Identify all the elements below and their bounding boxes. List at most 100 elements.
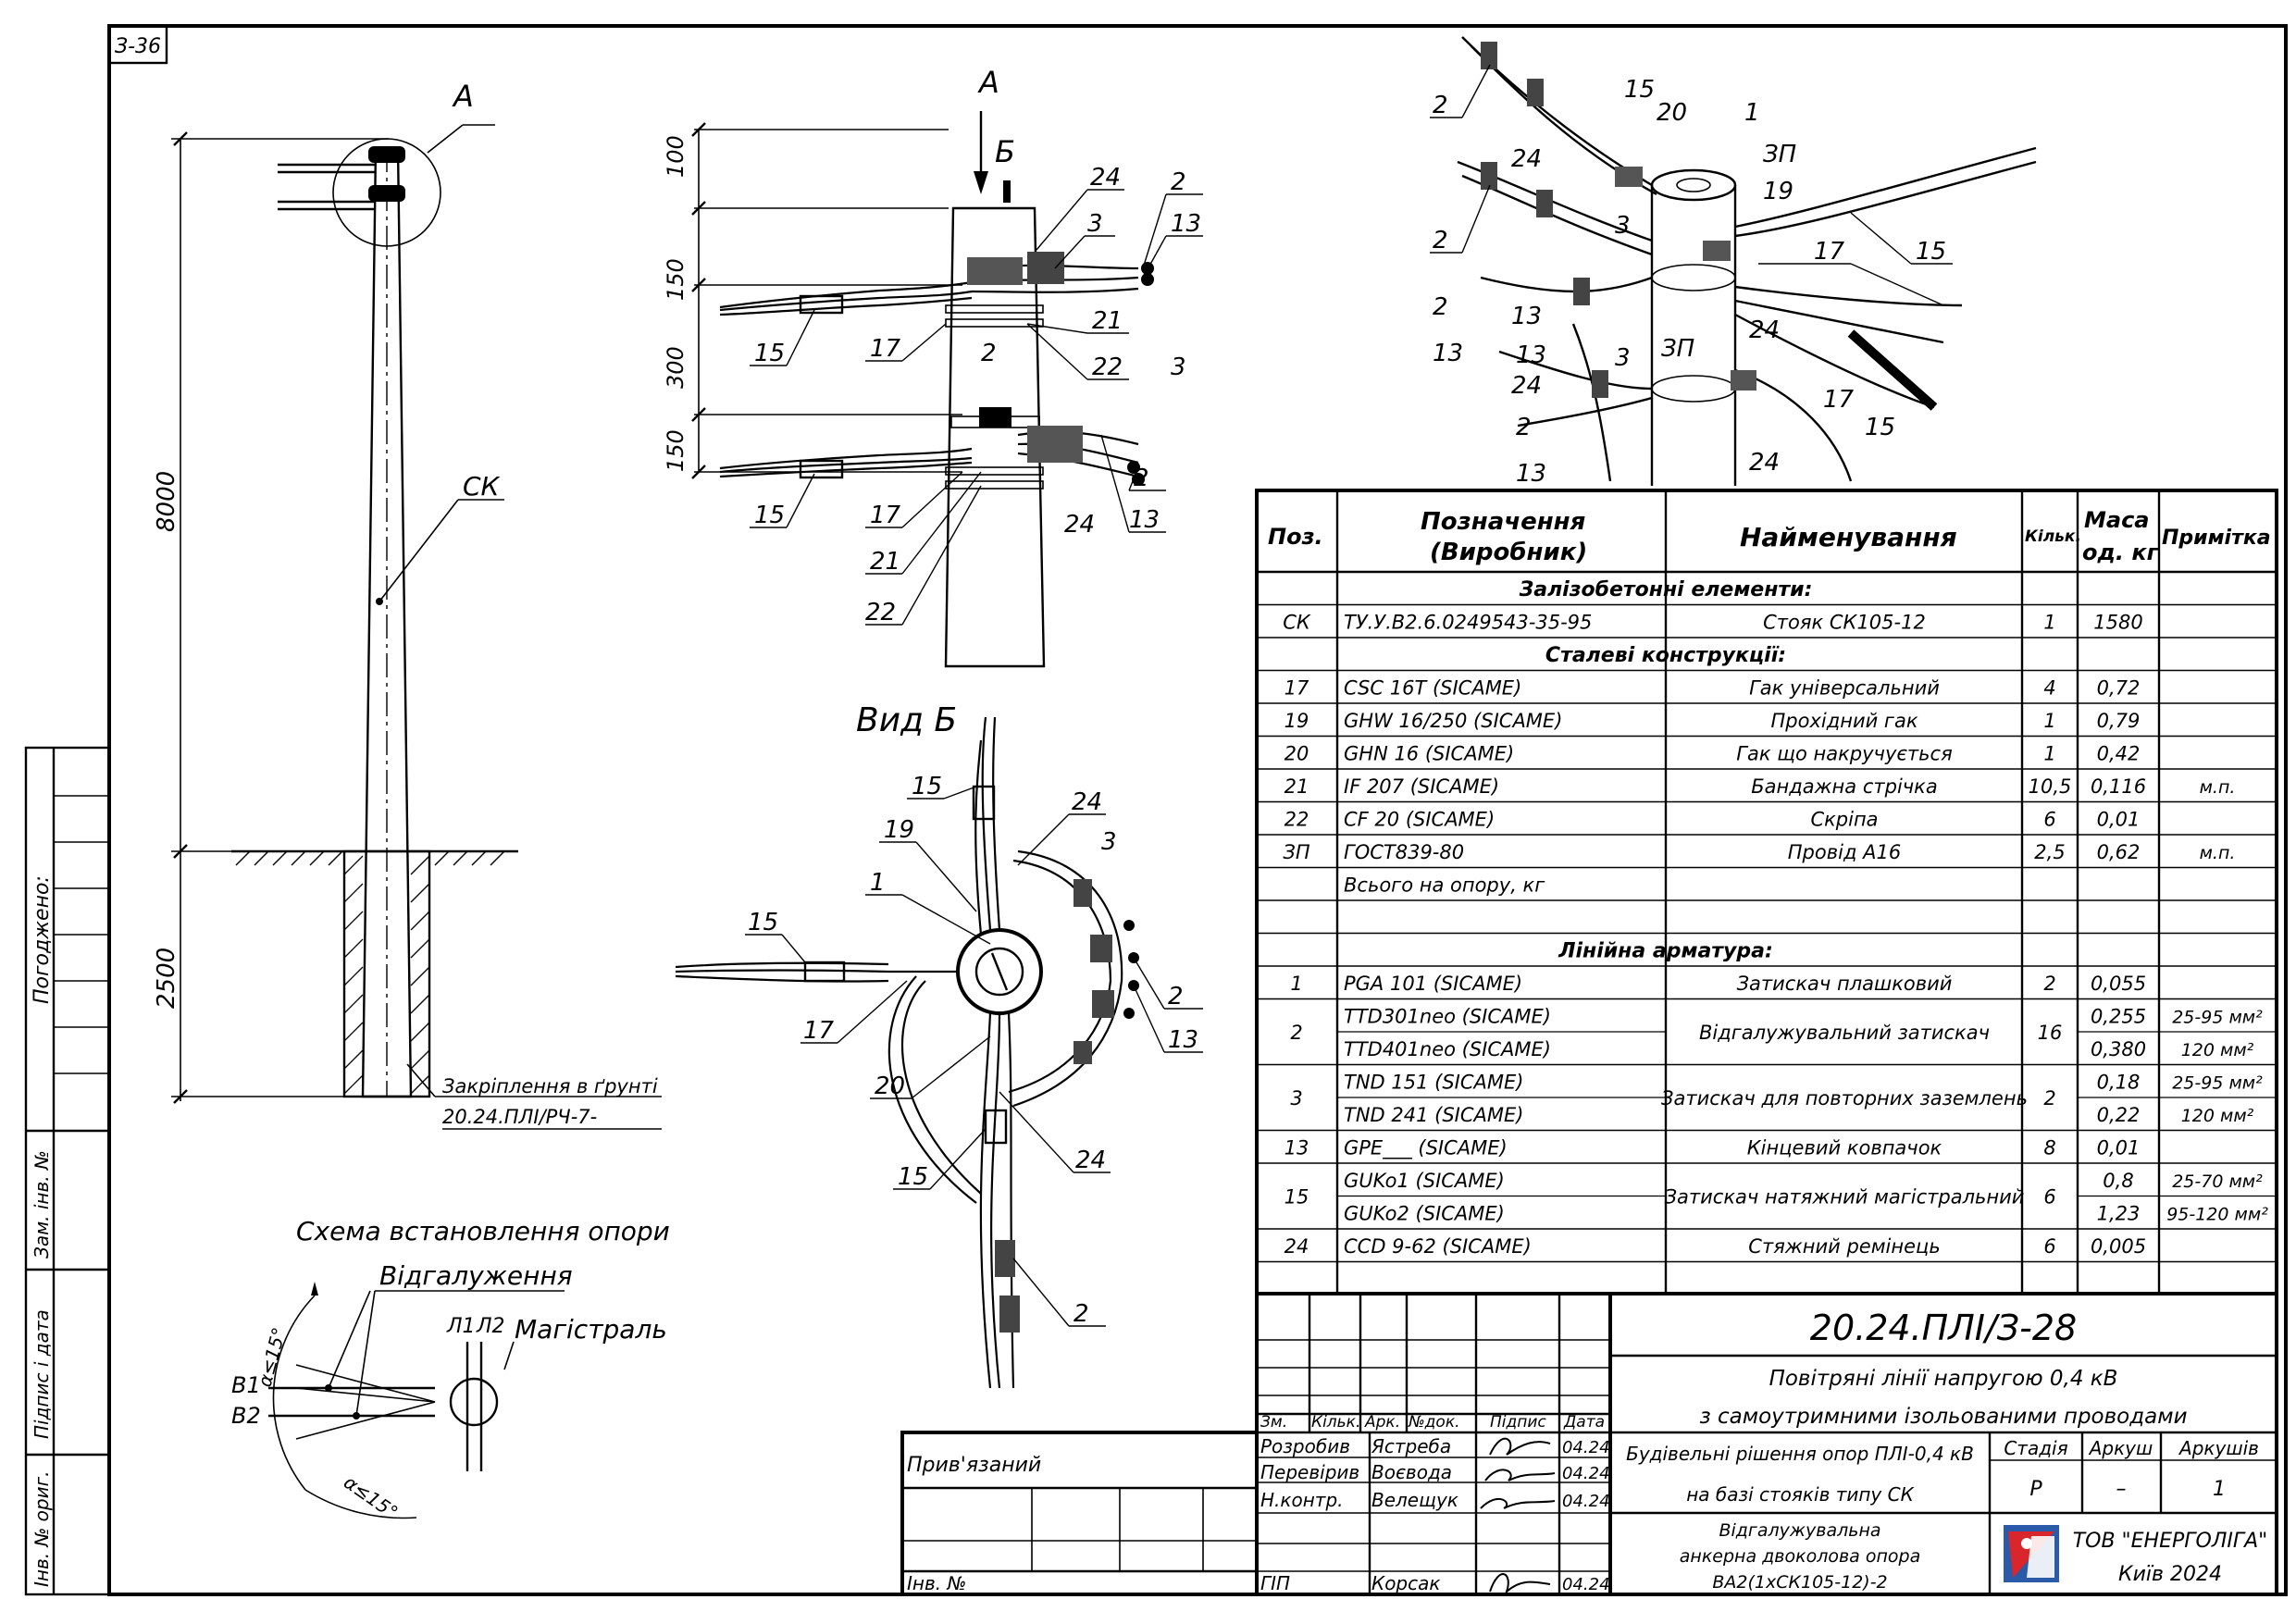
- spec-section: Сталеві конструкції:: [1545, 644, 1786, 667]
- spec-note: 120 мм²: [2181, 1106, 2254, 1126]
- spec-mass: 1,23: [2097, 1202, 2141, 1224]
- tb-person: Велещук: [1371, 1489, 1458, 1511]
- callout: 15: [754, 502, 785, 529]
- tb-date: 04.24: [1562, 1575, 1610, 1594]
- branch-label: Відгалуження: [379, 1260, 573, 1291]
- left-strip: Погоджено: Зам. інв. № Підпис і дата Інв…: [24, 746, 111, 1596]
- tb-col-kilk: Кільк.: [1311, 1413, 1360, 1432]
- callout: 19: [884, 816, 914, 844]
- inv-replaced-label: Зам. інв. №: [31, 1150, 53, 1258]
- spec-qty: 2: [2043, 973, 2055, 995]
- tb-date: 04.24: [1562, 1492, 1610, 1511]
- callout: 3: [1101, 828, 1117, 856]
- spec-pos: 22: [1285, 808, 1309, 830]
- callout: 3: [1171, 353, 1186, 381]
- spec-qty: 10,5: [2029, 775, 2072, 798]
- callout: 2: [1134, 465, 1149, 492]
- stage-value: Р: [2029, 1478, 2042, 1501]
- head-manufacturer: (Виробник): [1430, 539, 1587, 566]
- spec-name: Кінцевий ковпачок: [1747, 1136, 1942, 1159]
- spec-designation: CF 20 (SICAME): [1344, 808, 1495, 830]
- spec-qty: 2: [2043, 1087, 2055, 1110]
- sub-title-1: Будівельні рішення опор ПЛІ-0,4 кВ: [1626, 1443, 1974, 1465]
- spec-name: Затискач натяжний магістральний: [1665, 1186, 2025, 1209]
- pole-elevation: 8000 2500 А СК Зак: [153, 79, 662, 1130]
- head-note: Примітка: [2162, 527, 2271, 550]
- spec-mass: 0,62: [2097, 841, 2141, 863]
- title-block: Зм. Кільк. Арк. №док. Підпис Дата Розроб…: [900, 1292, 2278, 1596]
- callout: 24: [1511, 145, 1542, 173]
- spec-designation: TND 241 (SICAME): [1344, 1104, 1523, 1126]
- callout: 15: [1916, 238, 1946, 266]
- leader-lines: [745, 64, 1953, 1327]
- spec-name: Гак що накручується: [1736, 742, 1952, 764]
- callout: 24: [1064, 511, 1095, 539]
- sheet-code: З-36: [115, 35, 161, 58]
- signatures: [1480, 1437, 1556, 1595]
- callout: 24: [1090, 164, 1121, 192]
- b2-label: В2: [231, 1403, 261, 1429]
- spec-note: м.п.: [2200, 843, 2236, 863]
- spec-name: Скріпа: [1810, 808, 1878, 830]
- spec-pos: 3: [1290, 1087, 1302, 1110]
- spec-designation: GUKo1 (SICAME): [1344, 1170, 1505, 1192]
- dim-2500: 2500: [153, 948, 180, 1009]
- callouts: 24 2 13 3 21 22 17 15 2 3 21 17 24 15 22…: [748, 76, 1946, 1328]
- callout: 21: [1092, 307, 1123, 335]
- spec-qty: 2,5: [2034, 841, 2065, 863]
- dim-150-b: 150: [663, 429, 689, 472]
- head-name: Найменування: [1740, 522, 1957, 552]
- callout: 15: [1865, 414, 1895, 441]
- tb-date: 04.24: [1562, 1464, 1610, 1483]
- spec-qty: 1: [2043, 710, 2055, 732]
- spec-pos: 21: [1285, 775, 1309, 798]
- callout: 2: [1516, 414, 1532, 441]
- spec-mass: 0,22: [2097, 1104, 2141, 1126]
- spec-mass: 0,380: [2091, 1038, 2146, 1060]
- view-b-title: Вид Б: [856, 701, 957, 739]
- spec-mass: 1580: [2093, 611, 2142, 633]
- spec-note: 25-70 мм²: [2172, 1172, 2263, 1192]
- spec-designation: GUKo2 (SICAME): [1344, 1202, 1505, 1224]
- company-logo: [2004, 1525, 2059, 1582]
- spec-qty: 6: [2043, 1235, 2055, 1258]
- callout: 24: [1072, 788, 1102, 816]
- spec-name: Бандажна стрічка: [1751, 775, 1938, 798]
- b1-label: В1: [231, 1372, 261, 1398]
- sheet-frame: [107, 24, 2288, 1596]
- spec-total: Всього на опору, кг: [1344, 874, 1545, 896]
- tb-person: Ястреба: [1371, 1435, 1451, 1457]
- callout: 3: [1615, 212, 1631, 240]
- isometric-view: [1457, 36, 2037, 486]
- spec-designation: PGA 101 (SICAME): [1344, 973, 1522, 995]
- spec-designation: ТУ.У.В2.6.0249543-35-95: [1344, 611, 1592, 633]
- spec-name: Стяжний ремінець: [1748, 1235, 1940, 1258]
- view-a-marker: А: [452, 79, 474, 114]
- dim-300: 300: [663, 346, 689, 389]
- spec-designation: TTD301neo (SICAME): [1344, 1005, 1551, 1027]
- callout: 2: [1433, 227, 1448, 254]
- callout: 15: [898, 1163, 928, 1191]
- spec-note: 120 мм²: [2181, 1040, 2254, 1060]
- callout: 2: [981, 340, 997, 367]
- callout: 13: [1171, 210, 1201, 238]
- callout: 17: [803, 1017, 835, 1045]
- tb-person: Корсак: [1371, 1572, 1440, 1594]
- spec-pos: 19: [1285, 710, 1309, 732]
- spec-name: Прохідний гак: [1770, 710, 1917, 732]
- callout: 17: [870, 335, 901, 363]
- callout: 24: [1511, 372, 1542, 400]
- callout: 17: [1823, 386, 1855, 414]
- inv-orig-label: Інв. № ориг.: [31, 1471, 53, 1587]
- spec-note: м.п.: [2200, 777, 2236, 798]
- sheet-value: –: [2116, 1478, 2127, 1501]
- spec-designation: TND 151 (SICAME): [1344, 1071, 1523, 1093]
- spec-section: Залізобетонні елементи:: [1519, 578, 1813, 601]
- callout: 19: [1763, 178, 1793, 205]
- callout: 17: [1814, 238, 1845, 266]
- callout: 24: [1749, 316, 1780, 344]
- stage-head: Стадія: [2004, 1437, 2067, 1459]
- sheet-code-box: [107, 24, 168, 65]
- title-line-1: Повітряні лінії напругою 0,4 кВ: [1769, 1367, 2118, 1391]
